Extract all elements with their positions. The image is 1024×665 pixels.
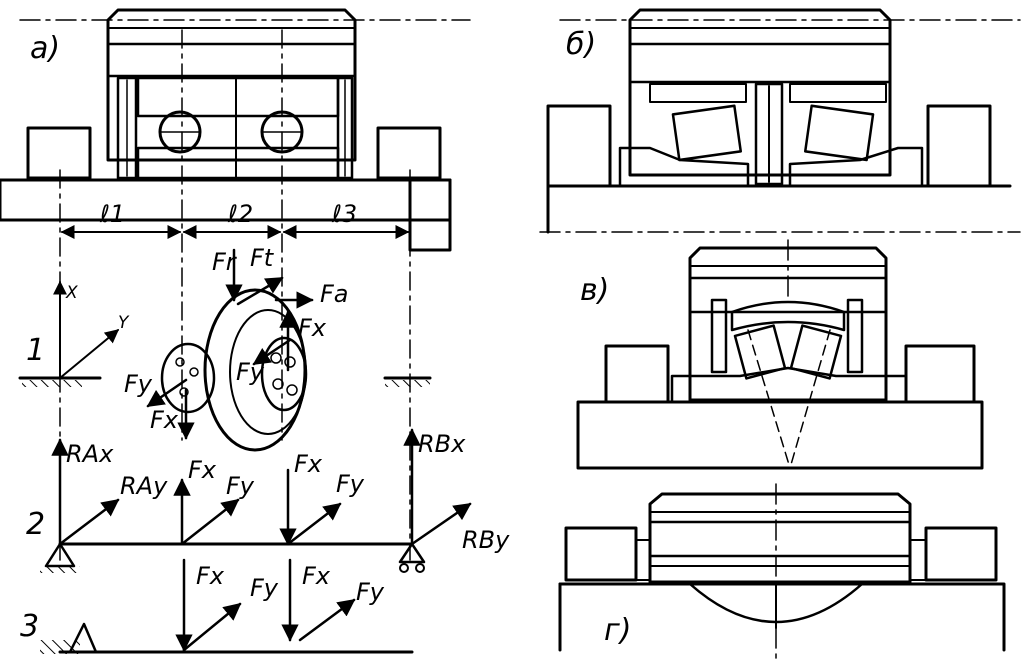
force-fx-label-pinion: Fx: [150, 406, 179, 434]
force-fy-label-pinion: Fy: [124, 370, 153, 398]
force-ft-label: Ft: [250, 244, 275, 272]
scheme-2-beam-reactions: [40, 428, 472, 573]
force-fx-label-beam-1: Fx: [188, 456, 217, 484]
force-fx-label-beam-2: Fx: [294, 450, 323, 478]
axis-y-label: Y: [118, 313, 130, 333]
force-fy-label-gear: Fy: [236, 358, 265, 386]
scheme-3-cantilever: [40, 558, 414, 654]
force-fy-label-cant-2: Fy: [356, 578, 385, 606]
fig-b-bearing-section: [539, 8, 1021, 234]
reaction-rby-label: RBy: [462, 526, 510, 554]
force-fy-label-cant-1: Fy: [250, 574, 279, 602]
force-fy-label-beam-2: Fy: [336, 470, 365, 498]
fig-a-bearing-section: [0, 8, 471, 561]
scheme-2-label: 2: [26, 507, 45, 542]
fig-g-bearing-section: [558, 483, 1006, 661]
reaction-ray-label: RAy: [120, 472, 168, 500]
fig-v-bearing-section: [576, 239, 984, 470]
force-fr-label: Fr: [212, 248, 238, 276]
dimension-l3: ℓ3: [331, 200, 357, 228]
axis-x-label: X: [65, 283, 78, 303]
fig-g-label: г): [604, 613, 631, 648]
force-fy-label-beam-1: Fy: [226, 472, 255, 500]
reaction-rax-label: RAx: [66, 440, 114, 468]
scheme-1-spatial-forces: [18, 248, 432, 452]
fig-v-label: в): [580, 273, 609, 308]
fig-b-label: б): [566, 27, 596, 62]
dimension-l2: ℓ2: [227, 200, 253, 228]
fig-a-label: а): [30, 31, 60, 66]
force-fa-label: Fa: [320, 280, 349, 308]
force-fx-label-cant-1: Fx: [196, 562, 225, 590]
scheme-1-label: 1: [26, 333, 45, 368]
force-fx-label-gear: Fx: [298, 314, 327, 342]
scheme-3-label: 3: [20, 609, 39, 644]
dimension-l1: ℓ1: [99, 200, 125, 228]
force-fx-label-cant-2: Fx: [302, 562, 331, 590]
reaction-rbx-label: RBx: [418, 430, 466, 458]
